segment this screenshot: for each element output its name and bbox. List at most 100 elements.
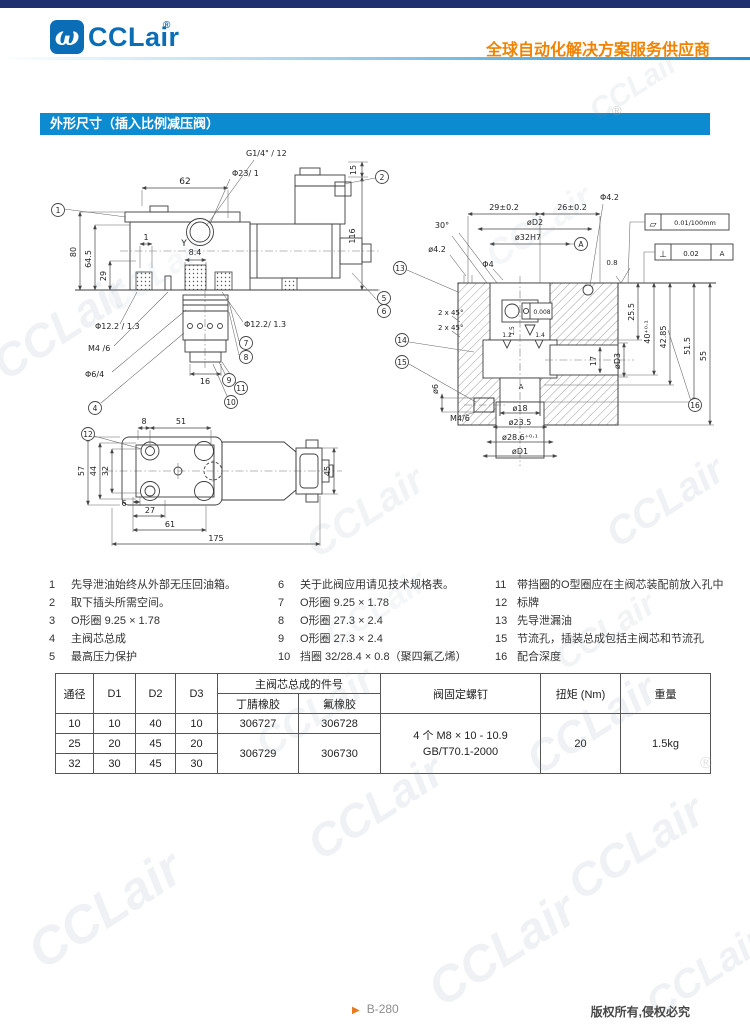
dimension-label: 32 bbox=[101, 466, 110, 476]
dimension-label: 26±0.2 bbox=[557, 203, 587, 212]
table-row: 10 10 40 10 306727 306728 4 个 M8 × 10 - … bbox=[55, 713, 711, 774]
callout-balloon bbox=[375, 170, 389, 184]
dimension-label: 57 bbox=[77, 466, 86, 476]
watermark: CCLair bbox=[417, 880, 586, 1018]
cell-d3: 20 bbox=[175, 733, 218, 754]
dimension-label: 80 bbox=[69, 247, 78, 257]
note-number: 3 bbox=[49, 615, 56, 627]
cell-fkm-part: 306728 bbox=[298, 713, 381, 734]
note-number: 9 bbox=[278, 633, 285, 645]
note-text: 关于此阀应用请见技术规格表。 bbox=[300, 579, 454, 591]
top-view-callouts: 12 bbox=[81, 427, 95, 441]
note-text: 节流孔，插装总成包括主阀芯和节流孔 bbox=[517, 633, 704, 645]
note-text: O形圈 9.25 × 1.78 bbox=[71, 615, 160, 627]
cell-d2: 40 bbox=[135, 713, 176, 734]
dimension-label: 1 bbox=[143, 233, 148, 242]
callout-balloon bbox=[574, 237, 588, 251]
note-number: 11 bbox=[495, 579, 507, 591]
dimension-label: 55 bbox=[699, 351, 708, 361]
dimension-label: A bbox=[519, 383, 524, 391]
page-arrow-icon: ▶ bbox=[352, 1005, 360, 1016]
dimension-label: ø28.6⁺⁰·¹ bbox=[502, 433, 538, 442]
dimension-label: øD1 bbox=[512, 447, 528, 456]
cell-diameter: 32 bbox=[55, 753, 94, 774]
dimension-label: 45 bbox=[323, 466, 332, 476]
note-number: 1 bbox=[49, 579, 56, 591]
logo-glyph: ω bbox=[54, 22, 80, 52]
dimension-label: ø4.2 bbox=[428, 245, 446, 254]
cell-screw: 4 个 M8 × 10 - 10.9 GB/T70.1-2000 bbox=[380, 713, 541, 774]
cclair-logo-icon: ω bbox=[50, 20, 84, 54]
dimension-label: A bbox=[720, 250, 725, 258]
note-number: 5 bbox=[49, 651, 56, 663]
cell-nbr-part: 306729 bbox=[217, 733, 299, 774]
company-tagline: 全球自动化解决方案服务供应商 bbox=[485, 42, 710, 59]
callout-balloon bbox=[234, 381, 248, 395]
page-number: ▶B-280 bbox=[352, 1002, 399, 1016]
note-number: 10 bbox=[278, 651, 291, 663]
callout-number: 4 bbox=[93, 404, 98, 413]
col-header-torque: 扭矩 (Nm) bbox=[540, 673, 621, 714]
note-text: 带挡圈的O型圈应在主阀芯装配前放入孔中 bbox=[517, 579, 724, 591]
dimension-label: 8.4 bbox=[189, 248, 202, 257]
dimension-label: 25.5 bbox=[627, 303, 636, 321]
col-header-screw: 阀固定螺钉 bbox=[380, 673, 541, 714]
callout-balloon bbox=[688, 398, 702, 412]
copyright-notice: 版权所有,侵权必究 bbox=[590, 1005, 690, 1019]
dimension-label: 51 bbox=[176, 417, 186, 426]
dimension-label: 44 bbox=[89, 466, 98, 476]
col-header-d3: D3 bbox=[175, 673, 218, 714]
callout-number: 10 bbox=[226, 398, 236, 407]
callout-balloon bbox=[393, 261, 407, 275]
dimension-label: 1.4 bbox=[535, 332, 545, 339]
callout-number: 9 bbox=[227, 376, 232, 385]
note-text: 主阀芯总成 bbox=[71, 633, 126, 645]
note-text: 标牌 bbox=[517, 597, 539, 609]
note-number: 6 bbox=[278, 579, 285, 591]
table-header-row: 通径 D1 D2 D3 主阀芯总成的件号 阀固定螺钉 扭矩 (Nm) 重量 bbox=[55, 673, 711, 714]
note-item: 6 关于此阀应用请见技术规格表。 bbox=[278, 576, 496, 594]
dimension-label: 30° bbox=[435, 221, 449, 230]
dimension-label: 51.5 bbox=[683, 337, 692, 355]
watermark: CCLair bbox=[17, 839, 193, 981]
col-header-d2: D2 bbox=[135, 673, 176, 714]
dimension-label: ø32H7 bbox=[515, 233, 541, 242]
note-number: 12 bbox=[495, 597, 508, 609]
cell-nbr-part: 306727 bbox=[217, 713, 299, 734]
note-number: 4 bbox=[49, 633, 56, 645]
dimension-label: 0.8 bbox=[606, 259, 617, 267]
note-text: O形圈 27.3 × 2.4 bbox=[300, 615, 383, 627]
dimension-label: 116 bbox=[348, 228, 357, 243]
callout-number: 15 bbox=[397, 358, 407, 367]
table-row: 25 20 45 20 306729 306730 bbox=[55, 733, 711, 774]
callout-balloon bbox=[81, 427, 95, 441]
callout-balloon bbox=[377, 304, 391, 318]
dimension-label: 0.02 bbox=[683, 250, 699, 258]
note-text: O形圈 9.25 × 1.78 bbox=[300, 597, 389, 609]
cell-d1: 10 bbox=[93, 713, 136, 734]
callout-number: 2 bbox=[380, 173, 385, 182]
callout-balloon bbox=[395, 333, 409, 347]
dimension-label: Φ4.2 bbox=[600, 193, 619, 202]
cell-torque: 20 bbox=[540, 713, 621, 774]
dimension-label: 1.2 bbox=[502, 332, 512, 339]
dimension-label: 29 bbox=[99, 271, 108, 281]
callout-balloon bbox=[395, 355, 409, 369]
cell-diameter: 25 bbox=[55, 733, 94, 754]
logo-wordmark: CCLair bbox=[88, 22, 180, 52]
note-text: 取下插头所需空间。 bbox=[71, 597, 170, 609]
note-item: 3 O形圈 9.25 × 1.78 bbox=[49, 612, 287, 630]
callout-number: 13 bbox=[395, 264, 405, 273]
callout-balloon bbox=[88, 401, 102, 415]
note-item: 12 标牌 bbox=[495, 594, 745, 612]
callout-number: A bbox=[578, 240, 584, 249]
note-item: 4 主阀芯总成 bbox=[49, 630, 287, 648]
